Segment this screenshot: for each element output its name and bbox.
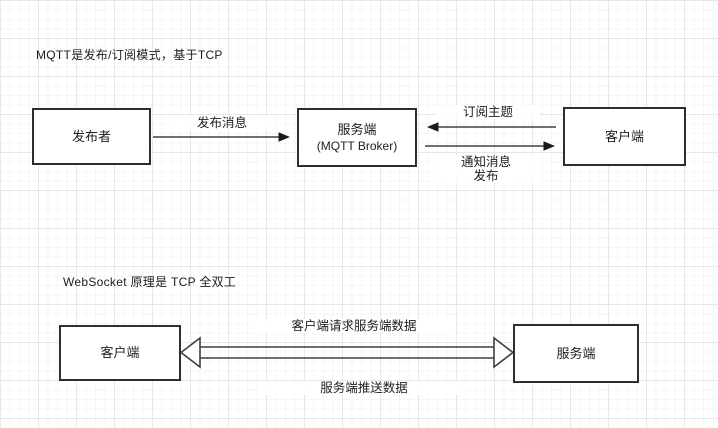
mqtt-publish-connector[interactable]	[153, 132, 290, 142]
duplex-right-arrowhead-icon	[493, 336, 515, 369]
publish-edge-label: 发布消息	[170, 116, 274, 130]
mqtt-subscribe-connector[interactable]	[427, 122, 556, 132]
mqtt-publisher-node[interactable]: 发布者	[32, 108, 151, 165]
mqtt-notify-connector[interactable]	[425, 141, 555, 151]
mqtt-broker-node[interactable]: 服务端 (MQTT Broker)	[297, 108, 417, 167]
publish-arrowhead-icon	[278, 132, 290, 142]
subscribe-edge-label: 订阅主题	[436, 105, 540, 119]
websocket-duplex-connector[interactable]	[179, 336, 515, 369]
mqtt-client-label: 客户端	[604, 128, 644, 144]
mqtt-section-title: MQTT是发布/订阅模式，基于TCP	[36, 48, 223, 62]
websocket-section-title: WebSocket 原理是 TCP 全双工	[63, 275, 237, 289]
websocket-server-node[interactable]: 服务端	[513, 324, 639, 383]
request-edge-label: 客户端请求服务端数据	[252, 319, 456, 333]
mqtt-client-node[interactable]: 客户端	[563, 107, 686, 166]
mqtt-publisher-label: 发布者	[71, 128, 111, 144]
duplex-left-arrowhead-icon	[179, 336, 201, 369]
notify-arrowhead-icon	[543, 141, 555, 151]
websocket-client-node[interactable]: 客户端	[59, 325, 181, 381]
push-edge-label: 服务端推送数据	[262, 381, 466, 395]
notify-edge-label-line1: 通知消息	[460, 155, 511, 169]
websocket-client-label: 客户端	[100, 345, 140, 360]
websocket-server-label: 服务端	[556, 345, 596, 361]
mqtt-broker-label: 服务端	[337, 121, 377, 137]
notify-edge-label: 通知消息 发布	[434, 155, 538, 183]
subscribe-arrowhead-icon	[427, 122, 439, 132]
notify-edge-label-line2: 发布	[473, 169, 499, 183]
mqtt-broker-sublabel: (MQTT Broker)	[316, 138, 398, 153]
